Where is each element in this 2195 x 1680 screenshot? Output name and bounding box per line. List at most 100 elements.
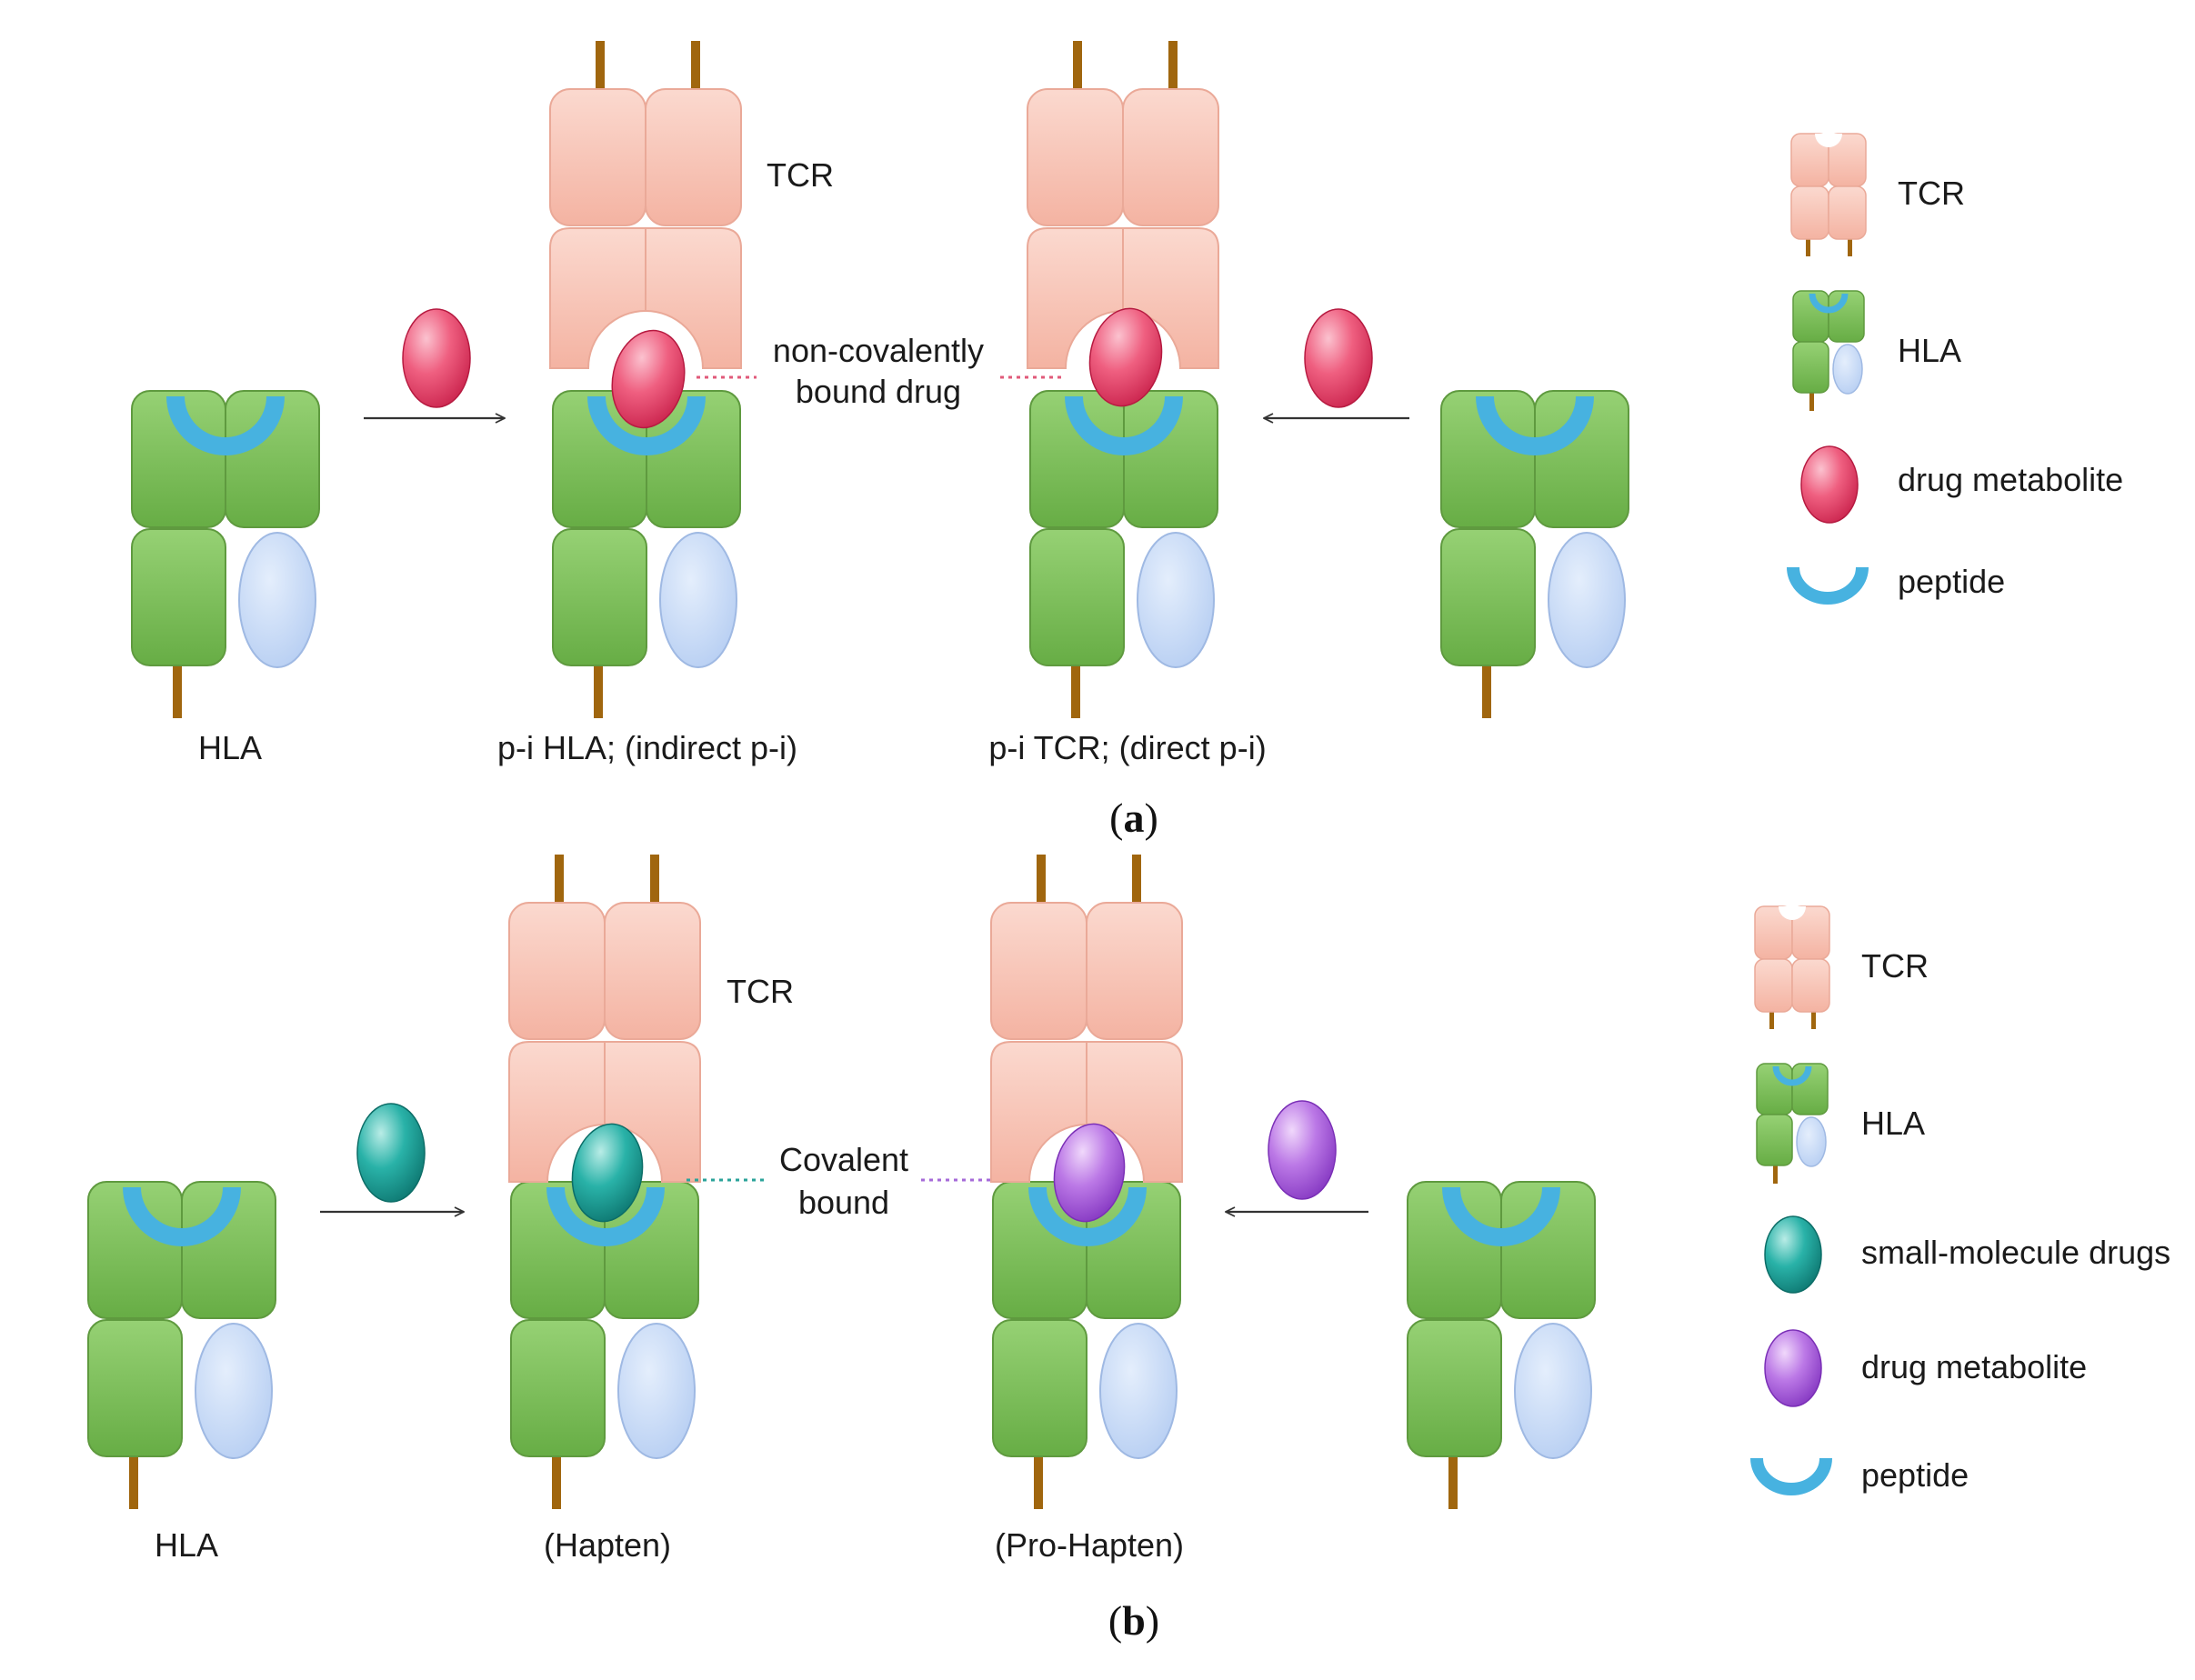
legend-peptide-label: peptide	[1898, 563, 2005, 600]
hla-molecule-free	[131, 390, 320, 718]
legend-tcr-icon	[1790, 133, 1867, 256]
tcr-domain	[604, 902, 701, 1040]
stalk	[1448, 1455, 1458, 1509]
beta2m-domain	[659, 532, 737, 668]
peptide-groove	[1028, 1186, 1147, 1246]
beta2m-domain	[1137, 532, 1215, 668]
peptide-groove	[123, 1186, 241, 1246]
tcr-domain	[1027, 88, 1124, 226]
hla-domain	[1500, 1181, 1596, 1319]
legend-drug-label: drug metabolite	[1898, 461, 2123, 498]
stalk	[691, 41, 700, 91]
legend-peptide-label: peptide	[1861, 1456, 1969, 1494]
legend-drug-label: drug metabolite	[1861, 1348, 2087, 1385]
hla-domain	[225, 390, 320, 528]
peptide-groove	[166, 395, 285, 455]
hapten-complex	[510, 1181, 699, 1509]
peptide-groove	[1476, 395, 1594, 455]
stalk	[594, 664, 603, 718]
beta2m-domain	[1548, 532, 1626, 668]
peptide-groove	[1065, 395, 1183, 455]
tcr-molecule	[1027, 41, 1219, 369]
pi-hla-complex	[552, 390, 741, 718]
bond-label-line2: bound drug	[796, 373, 961, 410]
legend-hla-label: HLA	[1861, 1105, 1925, 1142]
bond-label-line1: Covalent	[779, 1141, 908, 1178]
hla-molecule-free	[1407, 1181, 1596, 1509]
hla-domain	[1534, 390, 1629, 528]
drug-metabolite-red	[1088, 307, 1163, 407]
hla-label: HLA	[155, 1526, 218, 1564]
hla-molecule-free	[87, 1181, 276, 1509]
panel-b-letter: b	[1122, 1597, 1146, 1644]
prohapten-label: (Pro-Hapten)	[995, 1526, 1184, 1564]
peptide-groove	[1442, 1186, 1560, 1246]
stalk	[1482, 664, 1491, 718]
stalk	[1071, 664, 1080, 718]
tcr-domain	[645, 88, 742, 226]
stalk	[650, 855, 659, 905]
beta2m-domain	[195, 1323, 273, 1459]
panel-a: HLA TCR p-i HLA; (indirect p-i) non-cova…	[131, 41, 2123, 841]
panel-b: HLA TCR (Hapten) Covalent bound	[87, 855, 2170, 1644]
stalk	[173, 664, 182, 718]
legend-peptide-icon	[1750, 1457, 1832, 1495]
stalk	[1168, 41, 1178, 91]
hla-molecule-free	[1440, 390, 1629, 718]
peptide-groove	[546, 1186, 665, 1246]
stalk	[596, 41, 605, 91]
hla-domain	[1407, 1319, 1502, 1457]
stalk	[1034, 1455, 1043, 1509]
beta2m-domain	[1514, 1323, 1592, 1459]
direct-pi-label: p-i TCR; (direct p-i)	[988, 729, 1266, 766]
beta2m-domain	[1099, 1323, 1178, 1459]
hla-domain	[646, 390, 741, 528]
legend-small-molecule-icon	[1764, 1215, 1822, 1294]
hla-domain	[552, 528, 647, 666]
tcr-domain	[1122, 88, 1219, 226]
stalk	[1073, 41, 1082, 91]
stalk	[1132, 855, 1141, 905]
prohapten-complex	[992, 1181, 1181, 1509]
drug-metabolite-red	[611, 329, 686, 429]
panel-b-caption: (b)	[1108, 1597, 1159, 1644]
hla-domain	[181, 1181, 276, 1319]
hla-domain	[992, 1319, 1087, 1457]
hapten-label: (Hapten)	[544, 1526, 671, 1564]
hla-label: HLA	[198, 729, 262, 766]
legend-a: TCR HLA drug metabolite peptide	[1787, 133, 2123, 605]
tcr-molecule	[990, 855, 1183, 1183]
hla-domain	[131, 528, 226, 666]
legend-hla-icon	[1756, 1063, 1829, 1184]
beta2m-domain	[617, 1323, 696, 1459]
legend-tcr-label: TCR	[1861, 947, 1929, 985]
beta2m-domain	[238, 532, 316, 668]
tcr-label: TCR	[727, 973, 794, 1010]
hla-domain	[510, 1319, 606, 1457]
drug-metabolite-purple	[1268, 1100, 1337, 1200]
stalk	[129, 1455, 138, 1509]
panel-a-letter: a	[1124, 795, 1145, 841]
tcr-domain	[549, 88, 646, 226]
stalk	[552, 1455, 561, 1509]
legend-b: TCR HLA small-molecule drugs drug metabo…	[1750, 905, 2170, 1495]
pi-tcr-complex	[1029, 390, 1218, 718]
drug-metabolite-red	[402, 308, 471, 408]
tcr-molecule	[549, 41, 742, 369]
bond-label-line2: bound	[798, 1184, 889, 1221]
stalk	[555, 855, 564, 905]
tcr-molecule	[508, 855, 701, 1183]
stalk	[1037, 855, 1046, 905]
tcr-domain	[508, 902, 606, 1040]
hla-domain	[604, 1181, 699, 1319]
panel-a-caption: (a)	[1109, 795, 1158, 841]
tcr-domain	[990, 902, 1087, 1040]
tcr-domain	[1086, 902, 1183, 1040]
drug-metabolite-red	[1304, 308, 1373, 408]
indirect-pi-label: p-i HLA; (indirect p-i)	[497, 729, 797, 766]
tcr-label: TCR	[767, 156, 834, 194]
peptide-groove	[587, 395, 706, 455]
bond-label-line1: non-covalently	[773, 332, 984, 369]
drug-metabolite-purple	[1053, 1123, 1126, 1223]
hla-domain	[1086, 1181, 1181, 1319]
